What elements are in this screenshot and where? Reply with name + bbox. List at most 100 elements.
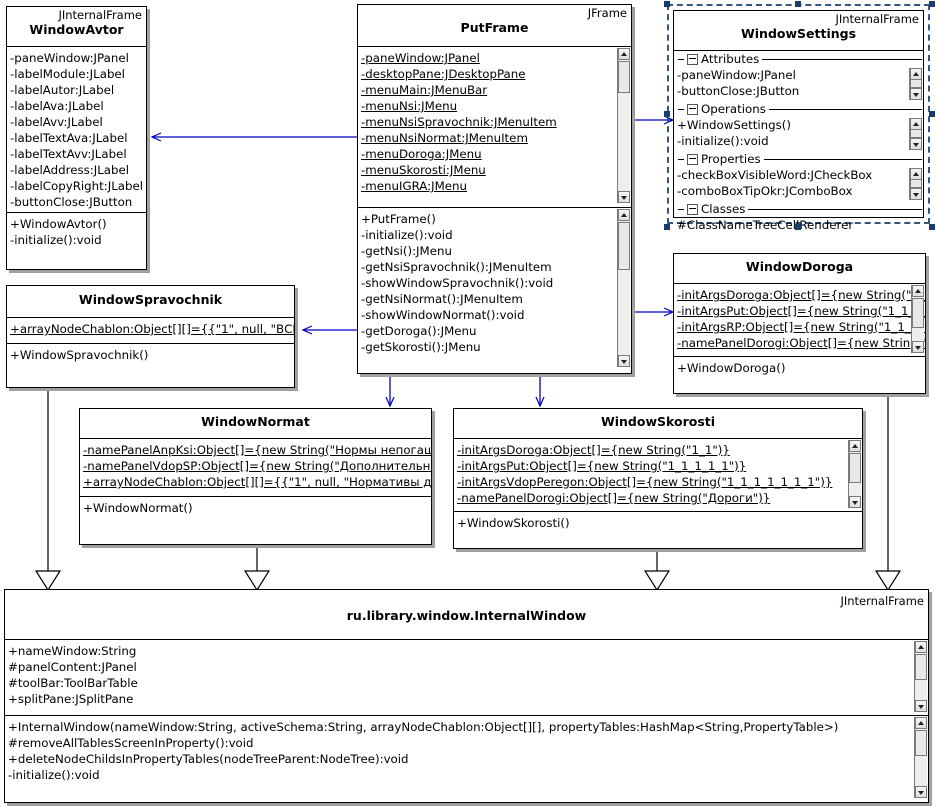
attributes-scrollbar[interactable] [848,440,861,508]
attribute: -labelAutor:JLabel [10,83,115,97]
class-box-windowsettings[interactable]: JInternalFrame WindowSettings Attributes… [667,4,930,232]
scroll-down-icon[interactable] [915,700,927,712]
operations-scrollbar[interactable] [617,209,630,367]
scroll-down-icon[interactable] [618,191,630,203]
scrollbar-thumb[interactable] [915,654,927,680]
attributes-scrollbar[interactable] [911,285,924,353]
attribute: -namePanelDorogi:Object[]={new String("Д… [457,491,771,505]
scrollbar-thumb[interactable] [912,298,924,328]
group-header-properties[interactable]: Properties [677,151,923,167]
scrollbar-thumb[interactable] [618,222,630,270]
class-header: JInternalFrame ru.library.window.Interna… [5,590,928,640]
collapse-minus-icon[interactable] [687,153,698,165]
class-header: WindowSpravochnik [7,286,294,318]
attribute: -labelAvv:JLabel [10,115,103,129]
class-box-windownormat[interactable]: WindowNormat -namePanelAnpKsi:Object[]={… [79,408,432,545]
collapse-minus-icon[interactable] [687,103,698,115]
attributes-scrollbar[interactable] [617,48,630,203]
group-rule [748,208,922,210]
class-name: WindowNormat [201,414,310,429]
operation: +WindowAvtor() [10,217,107,231]
scrollbar-thumb[interactable] [910,179,922,188]
group-rule [768,108,922,110]
operation: +deleteNodeChildsInPropertyTables(nodeTr… [8,752,409,766]
group-label: Operations [701,102,766,116]
scrollbar-thumb[interactable] [915,730,927,756]
collapse-minus-icon[interactable] [687,203,698,215]
class-stereotype: JInternalFrame [835,12,919,26]
attributes-scrollbar[interactable] [914,641,927,712]
group-tick [678,208,684,210]
scrollbar-thumb[interactable] [910,129,922,138]
scroll-down-icon[interactable] [910,88,922,100]
operations-compartment: +WindowNormat() [80,497,431,544]
edge-generalization-windownormat [243,545,271,592]
attributes-compartment: -namePanelAnpKsi:Object[]={new String("Н… [80,439,431,497]
class-box-putframe[interactable]: JFrame PutFrame -paneWindow:JPanel -desk… [357,4,632,374]
operations-compartment: +PutFrame() -initialize():void -getNsi()… [358,208,631,372]
selection-handle-middle-right[interactable] [929,111,935,117]
attribute: -labelModule:JLabel [10,67,125,81]
operations-scrollbar[interactable] [914,717,927,798]
group-scrollbar[interactable] [909,118,922,150]
group-tick [678,108,684,110]
scroll-down-icon[interactable] [910,188,922,200]
attribute: -initArgsPut:Object[]={new String("1_1_1… [677,304,925,318]
class-header: WindowNormat [80,409,431,439]
group-scrollbar[interactable] [909,68,922,100]
group-header-attributes[interactable]: Attributes [677,51,923,67]
class-box-windowskorosti[interactable]: WindowSkorosti -initArgsDoroga:Object[]=… [453,408,863,549]
selection-handle-middle-left[interactable] [664,111,670,117]
scroll-up-icon[interactable] [618,48,630,60]
selection-handle-bottom-center[interactable] [795,224,801,230]
selection-handle-top-right[interactable] [929,1,935,7]
scroll-down-icon[interactable] [618,355,630,367]
operation: +WindowDoroga() [677,361,786,375]
attribute: +arrayNodeChablon:Object[][]={{"1", null… [83,475,431,489]
group-operations: Operations +WindowSettings() -initialize… [674,101,923,151]
class-name: WindowAvtor [29,22,124,37]
collapse-minus-icon[interactable] [687,53,698,65]
group-header-operations[interactable]: Operations [677,101,923,117]
attribute: -initArgsDoroga:Object[]={new String("1_… [457,443,730,457]
scrollbar-thumb[interactable] [618,61,630,93]
class-box-windowspravochnik[interactable]: WindowSpravochnik +arrayNodeChablon:Obje… [6,285,295,388]
operation: -showWindowSpravochnik():void [361,276,554,290]
group-scrollbar[interactable] [909,168,922,200]
scroll-up-icon[interactable] [618,209,630,221]
operation: -initialize():void [10,233,102,247]
scroll-up-icon[interactable] [912,285,924,297]
scroll-down-icon[interactable] [910,138,922,150]
attribute: -desktopPane:JDesktopPane [361,67,526,81]
operation: +WindowNormat() [83,501,193,515]
group-label: Properties [701,152,761,166]
operation: +WindowSpravochnik() [10,348,149,362]
operation: +WindowSkorosti() [457,516,570,530]
scrollbar-thumb[interactable] [849,453,861,483]
attributes-compartment: -initArgsDoroga:Object[]={new String("1_… [454,439,862,512]
scroll-down-icon[interactable] [849,496,861,508]
group-header-classes[interactable]: Classes [677,201,923,217]
scroll-up-icon[interactable] [915,717,927,729]
selection-handle-top-center[interactable] [795,1,801,7]
scroll-down-icon[interactable] [915,786,927,798]
scroll-down-icon[interactable] [912,341,924,353]
attribute: -paneWindow:JPanel [361,51,480,65]
class-box-windowdoroga[interactable]: WindowDoroga -initArgsDoroga:Object[]={n… [673,253,926,394]
attribute: -labelTextAva:JLabel [10,131,128,145]
scroll-up-icon[interactable] [915,641,927,653]
property: -comboBoxTipOkr:JComboBox [677,184,853,198]
class-box-internalwindow[interactable]: JInternalFrame ru.library.window.Interna… [4,589,929,803]
selection-handle-top-left[interactable] [664,1,670,7]
attribute: +nameWindow:String [8,644,137,658]
selection-handle-bottom-left[interactable] [664,224,670,230]
class-header: JInternalFrame WindowAvtor [7,7,146,47]
attribute: #panelContent:JPanel [8,660,137,674]
scroll-up-icon[interactable] [849,440,861,452]
selection-handle-bottom-right[interactable] [929,224,935,230]
attribute: -labelTextAvv:JLabel [10,147,127,161]
class-box-windowavtor[interactable]: JInternalFrame WindowAvtor -paneWindow:J… [6,6,147,270]
scrollbar-thumb[interactable] [910,79,922,88]
inner-class: #ClassNameTreeCellRenderer [677,218,854,232]
